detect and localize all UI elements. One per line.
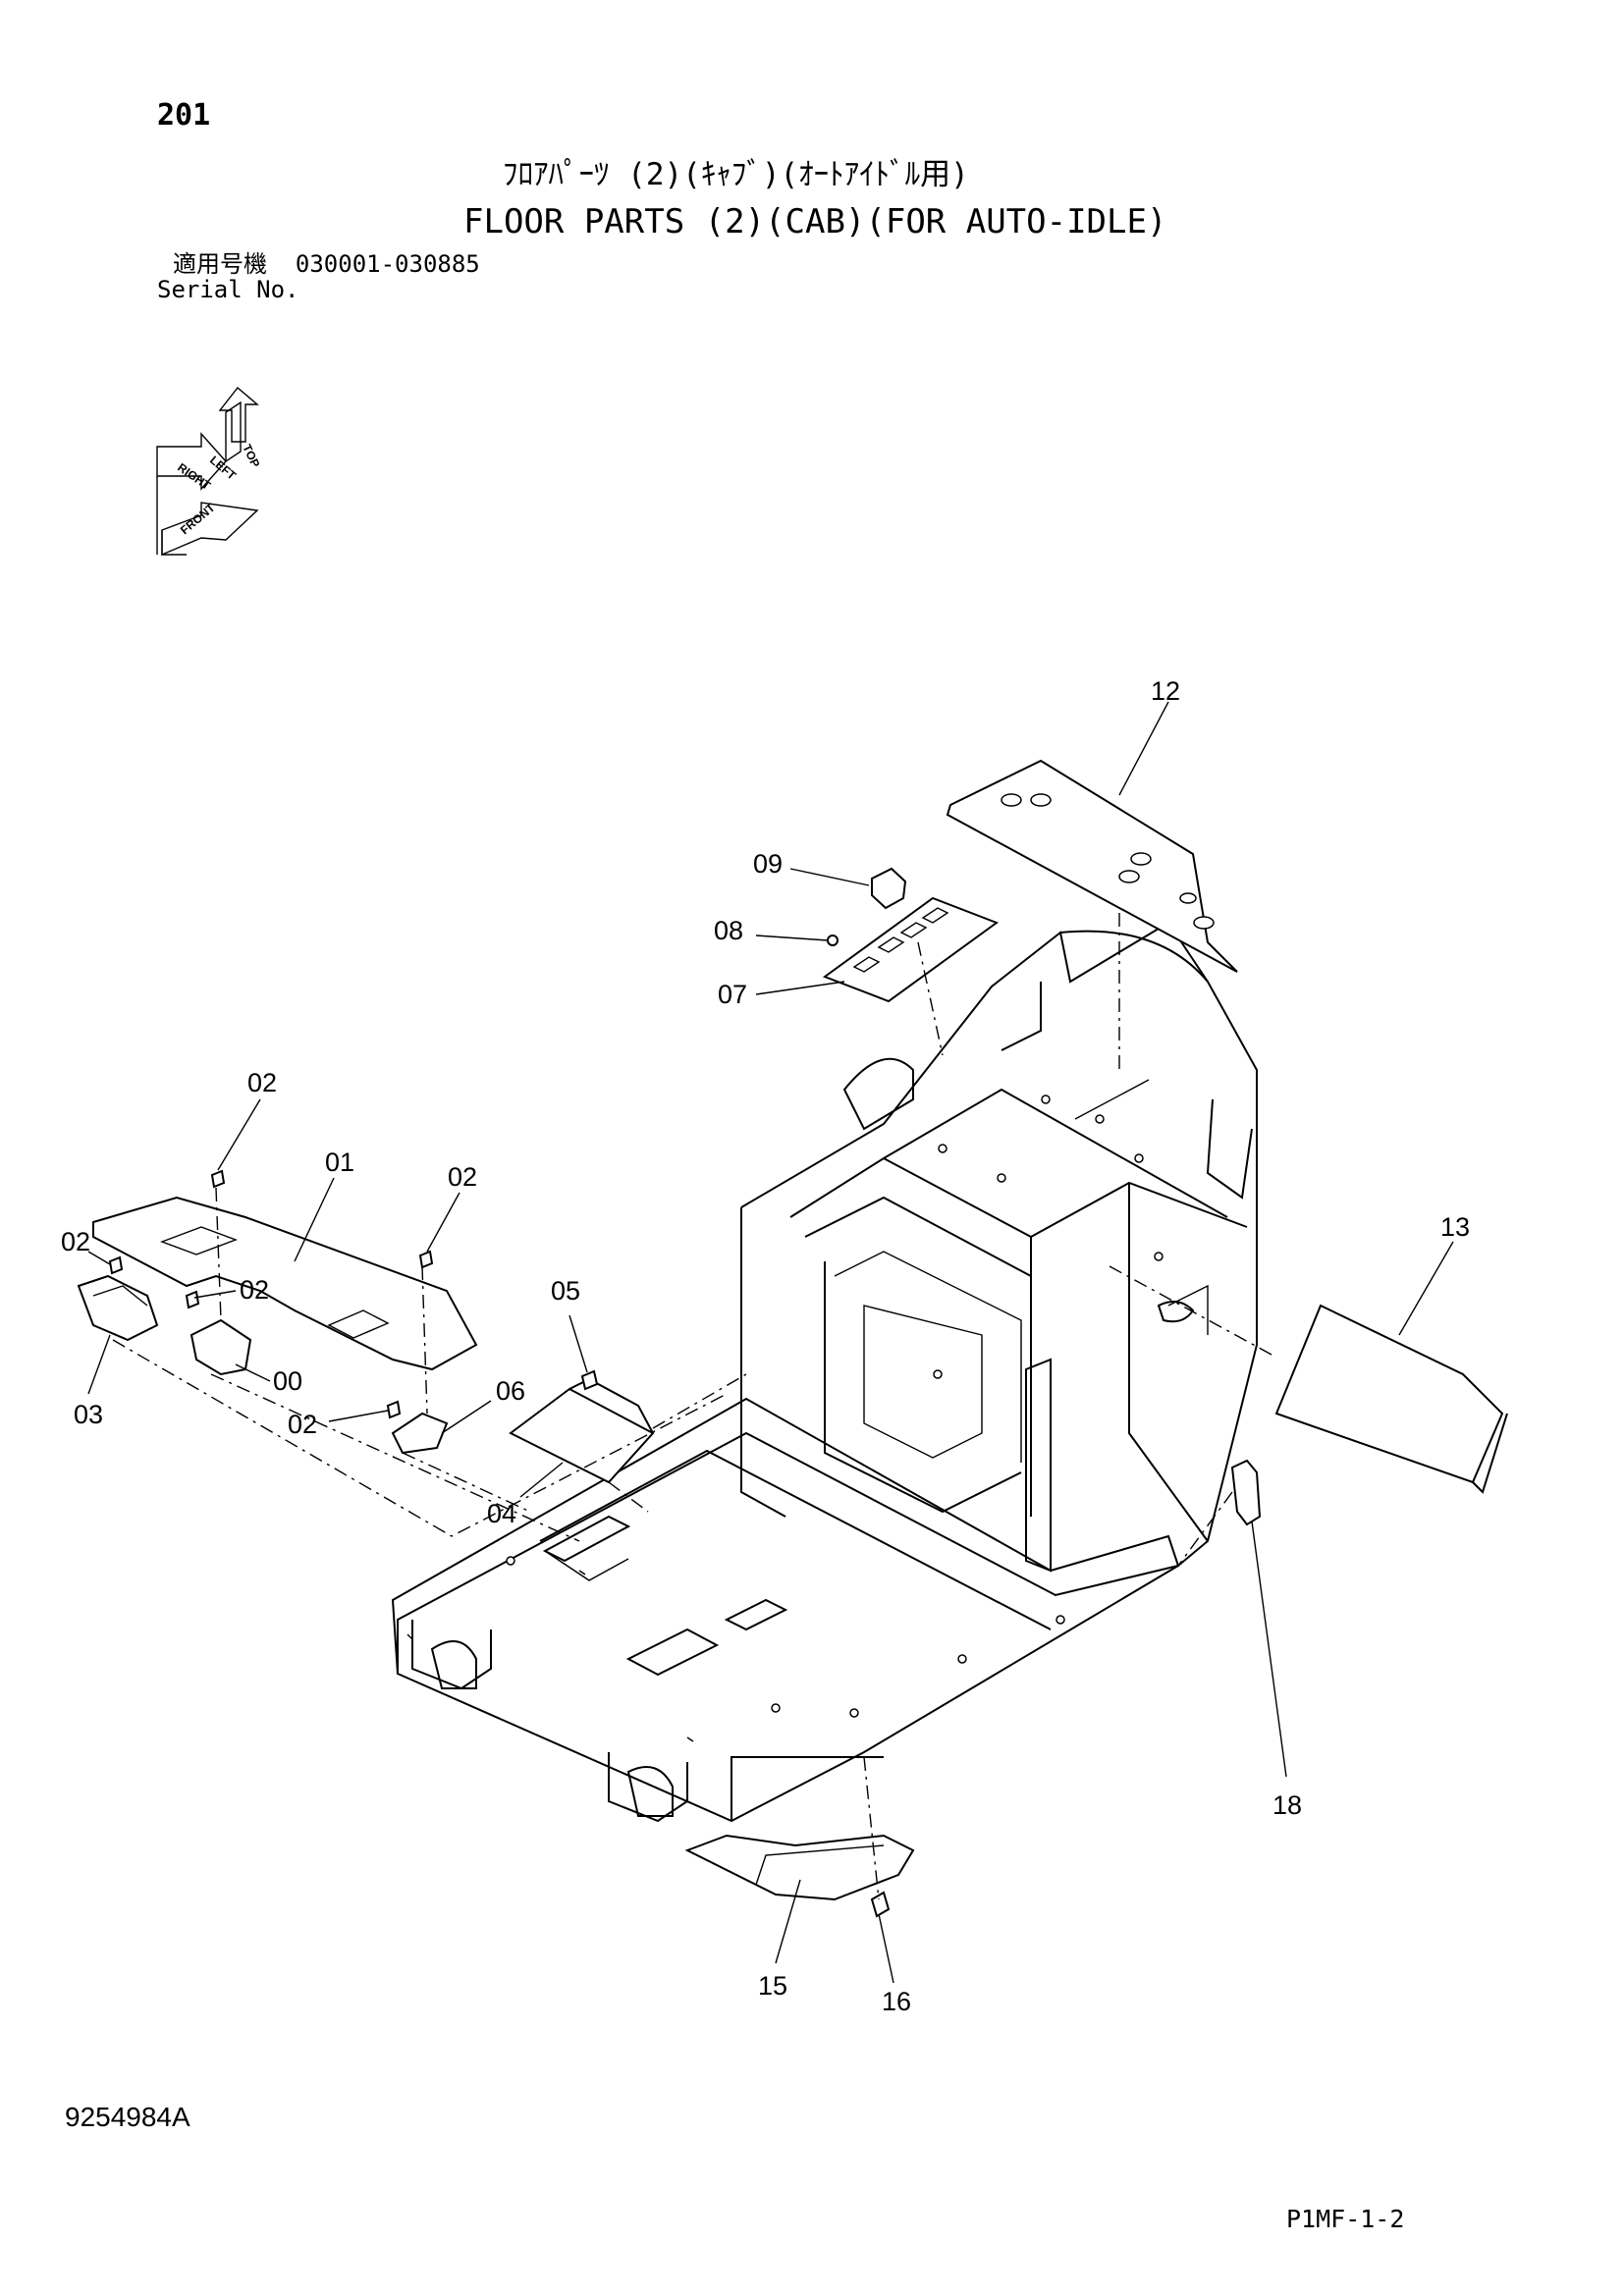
title-english: FLOOR PARTS (2)(CAB)(FOR AUTO-IDLE) — [463, 202, 1167, 241]
part-16-bolt — [870, 1891, 891, 1918]
callout-06: 06 — [496, 1376, 525, 1406]
callout-02-mid: 02 — [240, 1275, 269, 1305]
callout-12: 12 — [1151, 676, 1180, 706]
part-08-screw — [827, 934, 839, 946]
part-12-top-plate — [946, 759, 1238, 973]
part-05-bolt — [580, 1369, 599, 1391]
callout-18: 18 — [1272, 1790, 1302, 1820]
part-03-bracket — [77, 1274, 159, 1342]
callout-08: 08 — [714, 916, 743, 945]
part-02-bolts — [108, 1169, 434, 1419]
callout-00: 00 — [273, 1366, 302, 1396]
part-15-bracket — [684, 1834, 915, 1901]
part-13-side-panel — [1274, 1304, 1508, 1494]
serial-label-english: Serial No. — [157, 276, 299, 303]
part-04-plate — [509, 1377, 655, 1484]
callouts: 12 09 08 07 02 01 02 02 02 00 03 02 06 0… — [61, 676, 1470, 2016]
orient-top-label: TOP — [240, 442, 262, 469]
callout-02-left: 02 — [61, 1227, 90, 1256]
cab-housing — [740, 921, 1258, 1573]
serial-line-japanese: 適用号機 030001-030885 — [173, 252, 480, 276]
serial-range: 030001-030885 — [295, 250, 480, 278]
callout-03: 03 — [74, 1400, 103, 1429]
orient-front-label: FRONT — [178, 501, 218, 538]
callout-04: 04 — [487, 1499, 516, 1528]
part-18-stopper — [1230, 1459, 1262, 1526]
assembly-lines — [112, 913, 1272, 1900]
part-07-switch-panel — [822, 896, 1000, 1003]
callout-01: 01 — [325, 1148, 354, 1177]
figure-code: P1MF-1-2 — [1286, 2205, 1405, 2233]
leader-lines — [87, 701, 1454, 1984]
part-00-bracket — [189, 1318, 252, 1376]
callout-02-top: 02 — [247, 1068, 277, 1097]
cab-floor-frame — [391, 1397, 1180, 1823]
callout-02-bottom: 02 — [288, 1410, 317, 1439]
title-japanese: ﾌﾛｱﾊﾟｰﾂ (2)(ｷｬﾌﾞ)(ｵｰﾄｱｲﾄﾞﾙ用) — [503, 157, 969, 192]
document-number: 9254984A — [65, 2102, 190, 2132]
callout-13: 13 — [1440, 1212, 1470, 1242]
part-01-plate — [92, 1196, 478, 1371]
page-number: 201 — [157, 98, 211, 133]
part-06-bracket — [391, 1412, 449, 1455]
callout-02-right: 02 — [448, 1162, 477, 1192]
callout-07: 07 — [718, 980, 747, 1009]
callout-16: 16 — [882, 1987, 911, 2016]
orientation-cube-icon: TOP LEFT RIGHT FRONT — [156, 386, 262, 557]
serial-label-jp: 適用号機 — [173, 250, 267, 278]
callout-15: 15 — [758, 1971, 787, 2001]
callout-05: 05 — [551, 1276, 580, 1306]
callout-09: 09 — [753, 849, 783, 879]
part-09-switch — [871, 867, 907, 910]
